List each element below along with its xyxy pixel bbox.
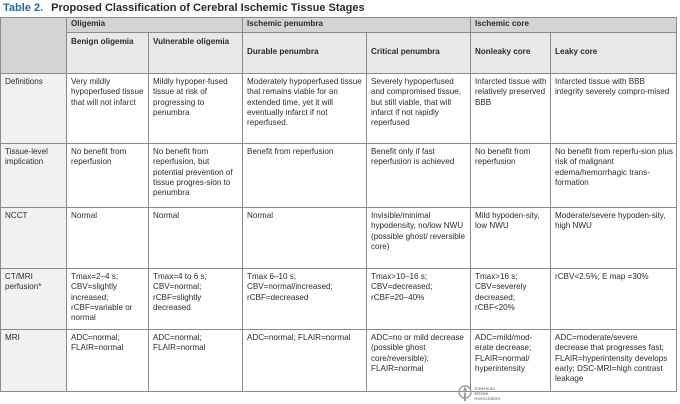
header-durable-penumbra: Durable penumbra <box>242 32 367 74</box>
table-cell: Very mildly hypoperfused tissue that wil… <box>66 73 149 144</box>
table-caption: Proposed Classification of Cerebral Isch… <box>51 2 365 14</box>
table-cell: Mild hypoden-sity, low NWU <box>470 207 551 269</box>
table-cell: Severely hypoperfused and compromised ti… <box>366 73 471 144</box>
table-row-definitions: Definitions Very mildly hypoperfused tis… <box>0 73 677 144</box>
header-group-oligemia: Oligemia <box>66 17 243 33</box>
row-label: CT/MRI perfusion* <box>0 268 67 330</box>
header-vulnerable-oligemia: Vulnerable oligemia <box>148 32 243 74</box>
header-group-row: Oligemia Ischemic penumbra Ischemic core <box>0 17 677 74</box>
header-leaky-core: Leaky core <box>550 32 677 74</box>
header-critical-penumbra: Critical penumbra <box>366 32 471 74</box>
table-row-mri: MRI ADC=normal; FLAIR=normal ADC=normal;… <box>0 329 677 392</box>
table-row-tissue-level-implication: Tissue-level implication No benefit from… <box>0 143 677 208</box>
table-cell: No benefit from reperfusion <box>470 143 551 208</box>
row-label: Definitions <box>0 73 67 144</box>
table-cell: ADC=moderate/severe decrease that progre… <box>550 329 677 392</box>
logo-line-association: Association <box>474 396 501 401</box>
table-cell: Tmax>10–16 s; CBV=decreased; rCBF=20–40% <box>366 268 471 330</box>
row-label: MRI <box>0 329 67 392</box>
row-label: Tissue-level implication <box>0 143 67 208</box>
header-group-ischemic-penumbra: Ischemic penumbra <box>242 17 471 33</box>
table-cell: Mildly hypoper-fused tissue at risk of p… <box>148 73 243 144</box>
table-cell: Normal <box>66 207 149 269</box>
table-row-ct-mri-perfusion: CT/MRI perfusion* Tmax=2–4 s; CBV=slight… <box>0 268 677 330</box>
header-benign-oligemia: Benign oligemia <box>66 32 149 74</box>
table-cell: Invisible/minimal hypodensity, no/low NW… <box>366 207 471 269</box>
torch-logo-icon <box>458 385 472 401</box>
american-stroke-association-logo: American Stroke Association <box>458 384 518 402</box>
table-cell: ADC=no or mild decrease (possible ghost … <box>366 329 471 392</box>
table-cell: Benefit only if fast reperfusion is achi… <box>366 143 471 208</box>
table-cell: Tmax>16 s; CBV=severely decreased; rCBF<… <box>470 268 551 330</box>
row-label: NCCT <box>0 207 67 269</box>
table-cell: Moderately hypoperfused tissue that rema… <box>242 73 367 144</box>
header-subgroup-row: Benign oligemia Vulnerable oligemia Dura… <box>1 32 677 74</box>
table-cell: ADC=normal; FLAIR=normal <box>148 329 243 392</box>
header-nonleaky-core: Nonleaky core <box>470 32 551 74</box>
table-row-ncct: NCCT Normal Normal Normal Invisible/mini… <box>0 207 677 269</box>
table-cell: Benefit from reperfusion <box>242 143 367 208</box>
table-number: Table 2. <box>3 2 44 14</box>
header-group-ischemic-core: Ischemic core <box>470 17 677 33</box>
logo-text: American Stroke Association <box>474 386 500 401</box>
table-cell: No benefit from reperfusion, but potenti… <box>148 143 243 208</box>
table-cell: ADC=normal; FLAIR=normal <box>242 329 367 392</box>
table-cell: Tmax 6–10 s; CBV=normal/increased; rCBF=… <box>242 268 367 330</box>
table-cell: rCBV<2.5%; E map =30% <box>550 268 677 330</box>
classification-table: Oligemia Ischemic penumbra Ischemic core… <box>0 17 677 392</box>
table-cell: ADC=mild/mod-erate decrease; FLAIR=norma… <box>470 329 551 392</box>
table-cell: Moderate/severe hypoden-sity, high NWU <box>550 207 677 269</box>
table-cell: Tmax=4 to 6 s; CBV=normal; rCBF=slightly… <box>148 268 243 330</box>
table-cell: Infarcted tissue with relatively preserv… <box>470 73 551 144</box>
logo-line-american: American <box>474 386 495 391</box>
table-cell: Normal <box>242 207 367 269</box>
table-cell: ADC=normal; FLAIR=normal <box>66 329 149 392</box>
table-cell: Infarcted tissue with BBB integrity seve… <box>550 73 677 144</box>
table-cell: Tmax=2–4 s; CBV=slightly increased; rCBF… <box>66 268 149 330</box>
table-cell: No benefit from reperfu-sion plus risk o… <box>550 143 677 208</box>
logo-line-stroke: Stroke <box>474 391 489 396</box>
table-cell: Normal <box>148 207 243 269</box>
header-corner-cell <box>0 17 67 74</box>
table-title: Table 2. Proposed Classification of Cereb… <box>3 2 365 14</box>
table-cell: No benefit from reperfusion <box>66 143 149 208</box>
